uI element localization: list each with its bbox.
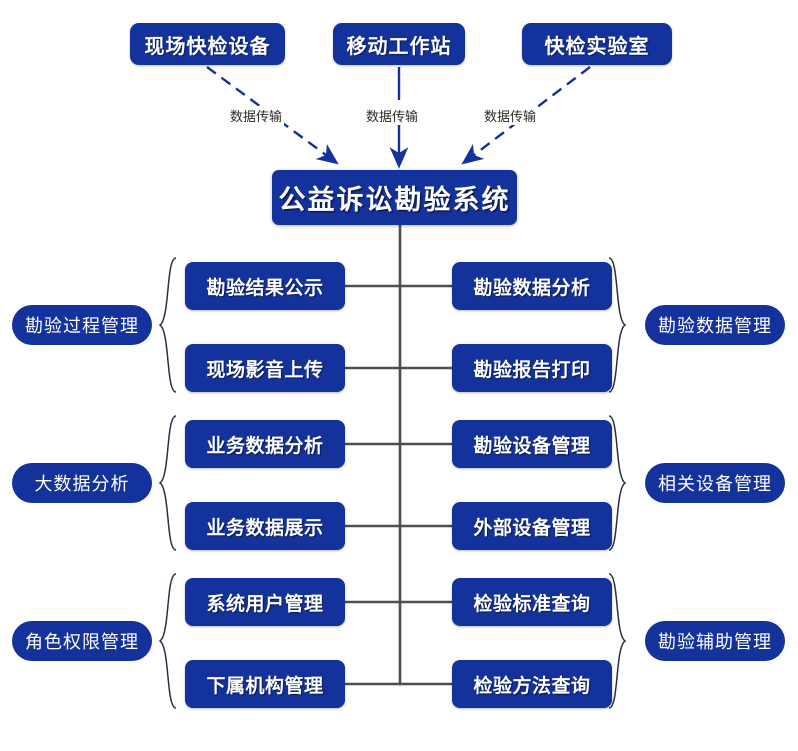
module-box-label: 检验标准查询 (473, 593, 591, 615)
category-pill-inspection-auxiliary-management[interactable]: 勘验辅助管理 (645, 621, 785, 661)
wire-label-data-transfer-2: 数据传输 (364, 106, 421, 125)
module-box-label: 业务数据展示 (206, 517, 324, 539)
module-box-label: 下属机构管理 (206, 675, 324, 697)
module-box-inspection-data-analysis[interactable]: 勘验数据分析 (452, 262, 612, 310)
spine-and-branches (343, 223, 454, 686)
category-pill-label: 相关设备管理 (658, 474, 772, 494)
module-box-subordinate-organization-management[interactable]: 下属机构管理 (185, 660, 345, 708)
module-box-label: 检验方法查询 (473, 675, 591, 697)
category-pill-label: 大数据分析 (34, 474, 130, 494)
group-braces (158, 257, 627, 709)
brace-left-2 (158, 415, 177, 551)
source-box-label: 快检实验室 (544, 35, 650, 58)
module-box-label: 业务数据分析 (206, 435, 324, 457)
source-box-rapid-test-laboratory[interactable]: 快检实验室 (522, 23, 672, 65)
module-box-onsite-media-upload[interactable]: 现场影音上传 (185, 344, 345, 392)
module-box-system-user-management[interactable]: 系统用户管理 (185, 578, 345, 626)
source-box-field-rapid-test-equipment[interactable]: 现场快检设备 (130, 23, 285, 65)
brace-left-3 (158, 573, 177, 709)
category-pill-inspection-process-management[interactable]: 勘验过程管理 (12, 305, 152, 345)
module-box-inspection-equipment-management[interactable]: 勘验设备管理 (452, 420, 612, 468)
module-box-business-data-analysis[interactable]: 业务数据分析 (185, 420, 345, 468)
source-box-label: 移动工作站 (346, 35, 452, 58)
brace-left-1 (158, 257, 177, 393)
wire-label-text: 数据传输 (484, 109, 537, 124)
category-pill-label: 角色权限管理 (25, 632, 139, 652)
module-box-label: 勘验设备管理 (473, 435, 591, 457)
module-box-label: 勘验报告打印 (473, 359, 591, 381)
module-box-label: 现场影音上传 (206, 359, 324, 381)
wire-label-text: 数据传输 (366, 109, 419, 124)
module-box-label: 系统用户管理 (206, 593, 324, 615)
module-box-inspection-report-printing[interactable]: 勘验报告打印 (452, 344, 612, 392)
source-box-label: 现场快检设备 (144, 35, 271, 58)
source-box-mobile-workstation[interactable]: 移动工作站 (333, 23, 465, 65)
wire-label-data-transfer-1: 数据传输 (228, 106, 285, 125)
module-box-label: 勘验结果公示 (206, 277, 324, 299)
module-box-inspection-standard-query[interactable]: 检验标准查询 (452, 578, 612, 626)
category-pill-related-equipment-management[interactable]: 相关设备管理 (645, 463, 785, 503)
category-pill-inspection-data-management[interactable]: 勘验数据管理 (645, 305, 785, 345)
module-box-inspection-method-query[interactable]: 检验方法查询 (452, 660, 612, 708)
wire-label-text: 数据传输 (230, 109, 283, 124)
module-box-label: 勘验数据分析 (473, 277, 591, 299)
module-box-external-equipment-management[interactable]: 外部设备管理 (452, 502, 612, 550)
category-pill-role-permission-management[interactable]: 角色权限管理 (12, 621, 152, 661)
system-title-box[interactable]: 公益诉讼勘验系统 (272, 170, 517, 225)
page-title: 公益诉讼勘验系统 (278, 185, 511, 215)
brace-right-3 (608, 573, 627, 709)
brace-right-1 (608, 257, 627, 393)
brace-right-2 (608, 415, 627, 551)
category-pill-label: 勘验数据管理 (658, 316, 772, 336)
wire-label-data-transfer-3: 数据传输 (482, 106, 539, 125)
module-box-inspection-result-publication[interactable]: 勘验结果公示 (185, 262, 345, 310)
category-pill-label: 勘验过程管理 (25, 316, 139, 336)
module-box-business-data-display[interactable]: 业务数据展示 (185, 502, 345, 550)
category-pill-big-data-analysis[interactable]: 大数据分析 (12, 463, 152, 503)
category-pill-label: 勘验辅助管理 (658, 632, 772, 652)
module-box-label: 外部设备管理 (473, 517, 591, 539)
